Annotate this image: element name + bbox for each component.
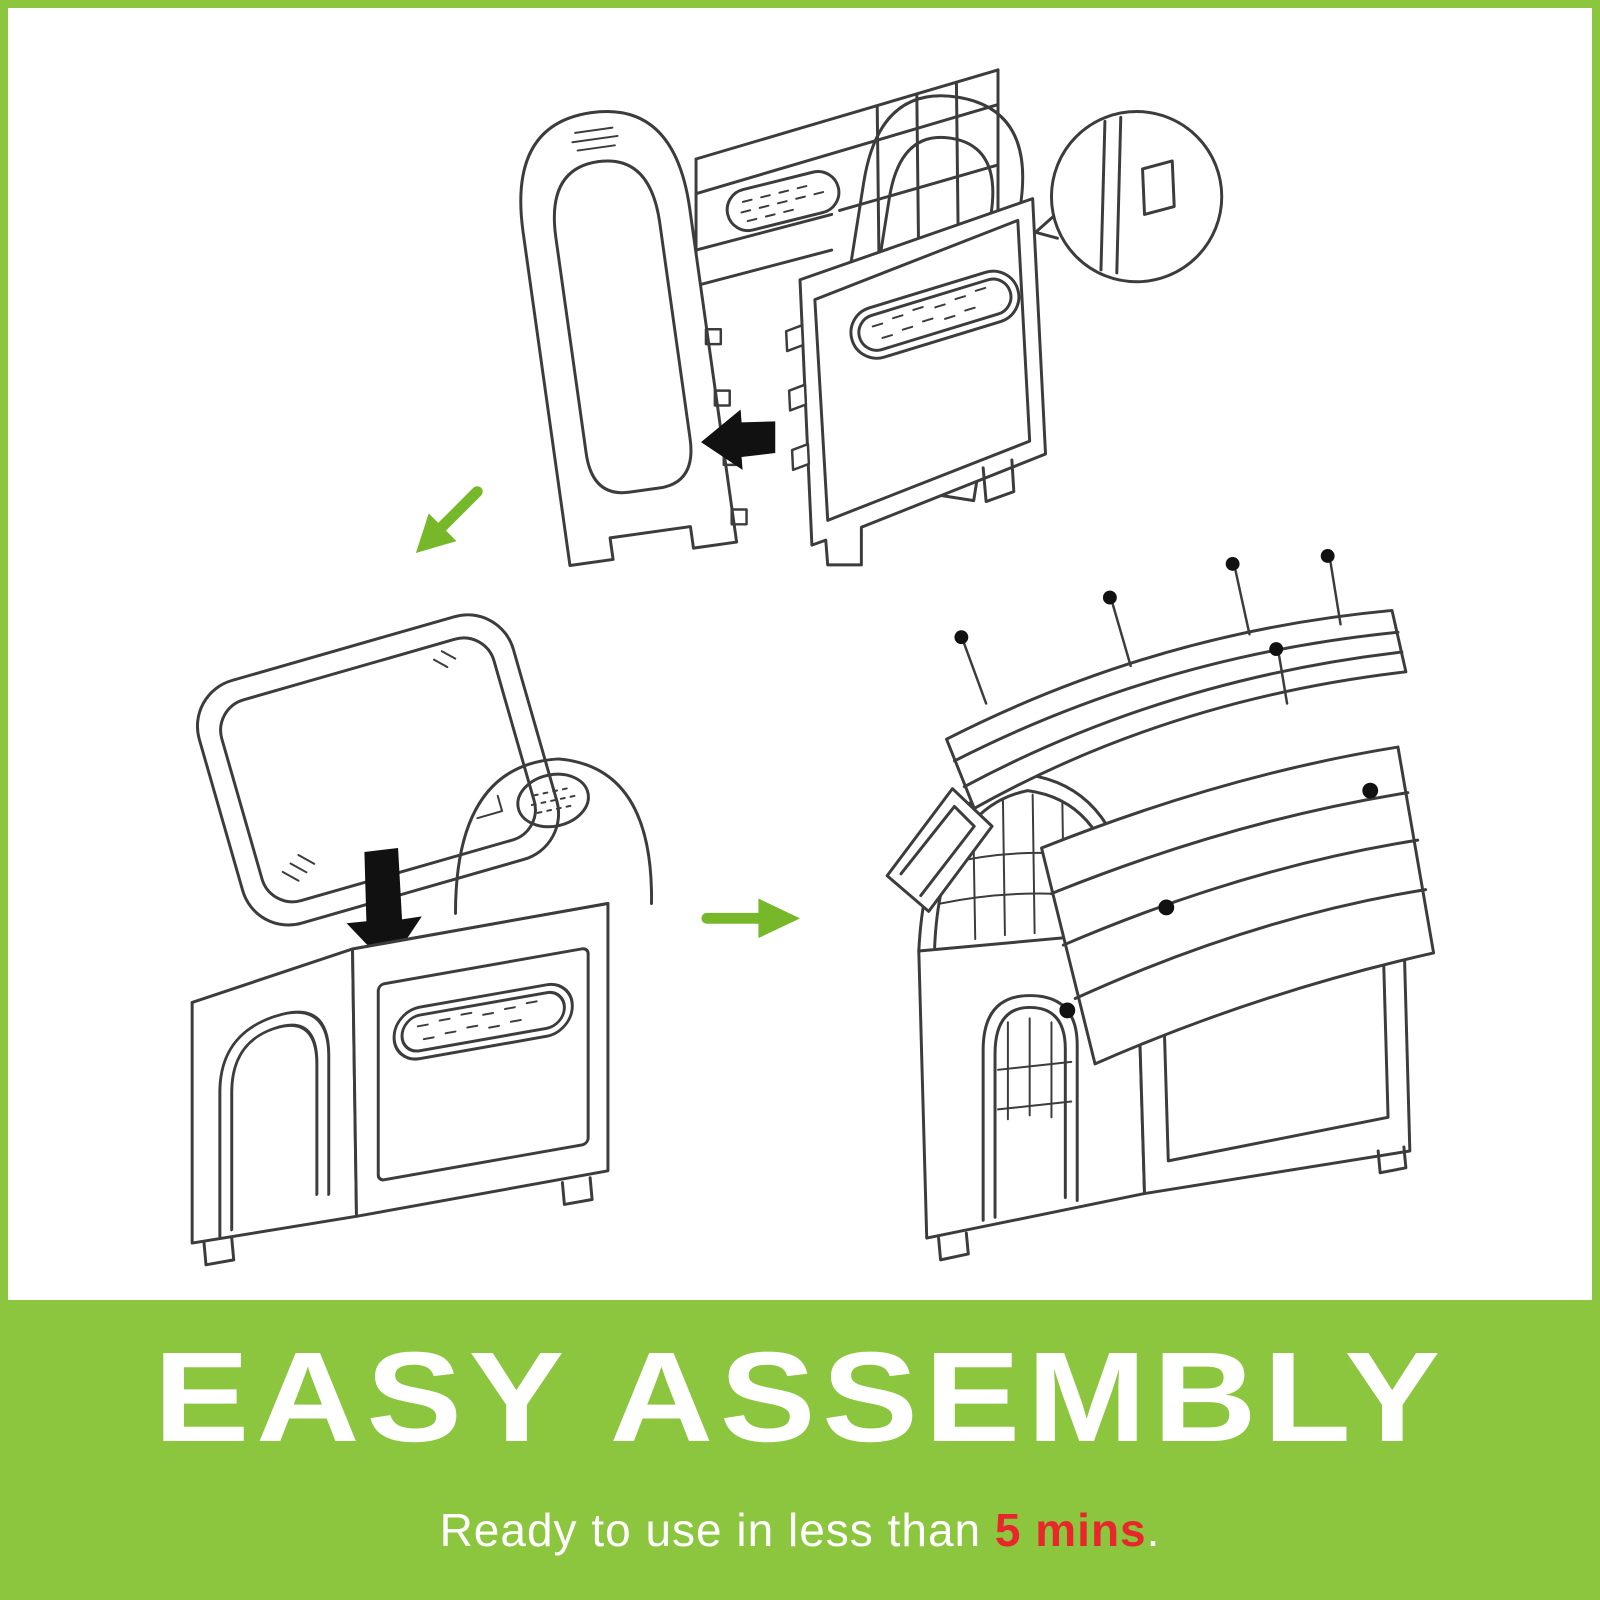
front-roof-panel [1040,745,1436,1066]
door-arch [981,994,1079,1222]
interior-vent [725,170,841,233]
round-vent [516,772,590,829]
kennel-back-wall [694,68,1000,339]
diagram-area [8,8,1592,1300]
jigsaw-tabs [784,324,811,472]
door-arch [218,1010,331,1239]
rear-roof-panel [945,608,1408,810]
loose-front-panel [784,197,1048,567]
side-vent-face [376,947,590,1182]
assembly-diagram [190,68,1436,1267]
arrow-down-icon [346,848,422,967]
step-3-roof-panel-screws [885,549,1436,1262]
subtitle-suffix: . [1146,1503,1161,1556]
banner-subtitle: Ready to use in less than 5 mins. [440,1503,1161,1557]
step-2-roof-frame-placement [190,613,653,1267]
screw-dots [954,549,1342,705]
back-gable [453,757,653,915]
banner: EASY ASSEMBLY Ready to use in less than … [8,1300,1592,1592]
front-arch-panel [519,110,739,567]
kennel-body [190,901,610,1267]
rear-gable-piece [885,787,994,913]
clip-slot [1141,159,1176,216]
subtitle-prefix: Ready to use in less than [439,1503,995,1556]
arrow-left-icon [701,409,776,470]
detail-zoom-circle [1034,109,1224,284]
panel-vent [849,269,1021,360]
arrow-down-left-icon [415,486,483,554]
banner-title: EASY ASSEMBLY [153,1326,1447,1469]
subtitle-highlight: 5 mins [994,1503,1147,1556]
arrow-right-icon [701,898,800,939]
roof-frame [195,613,561,927]
step-1-wall-panel-assembly [519,68,1224,567]
